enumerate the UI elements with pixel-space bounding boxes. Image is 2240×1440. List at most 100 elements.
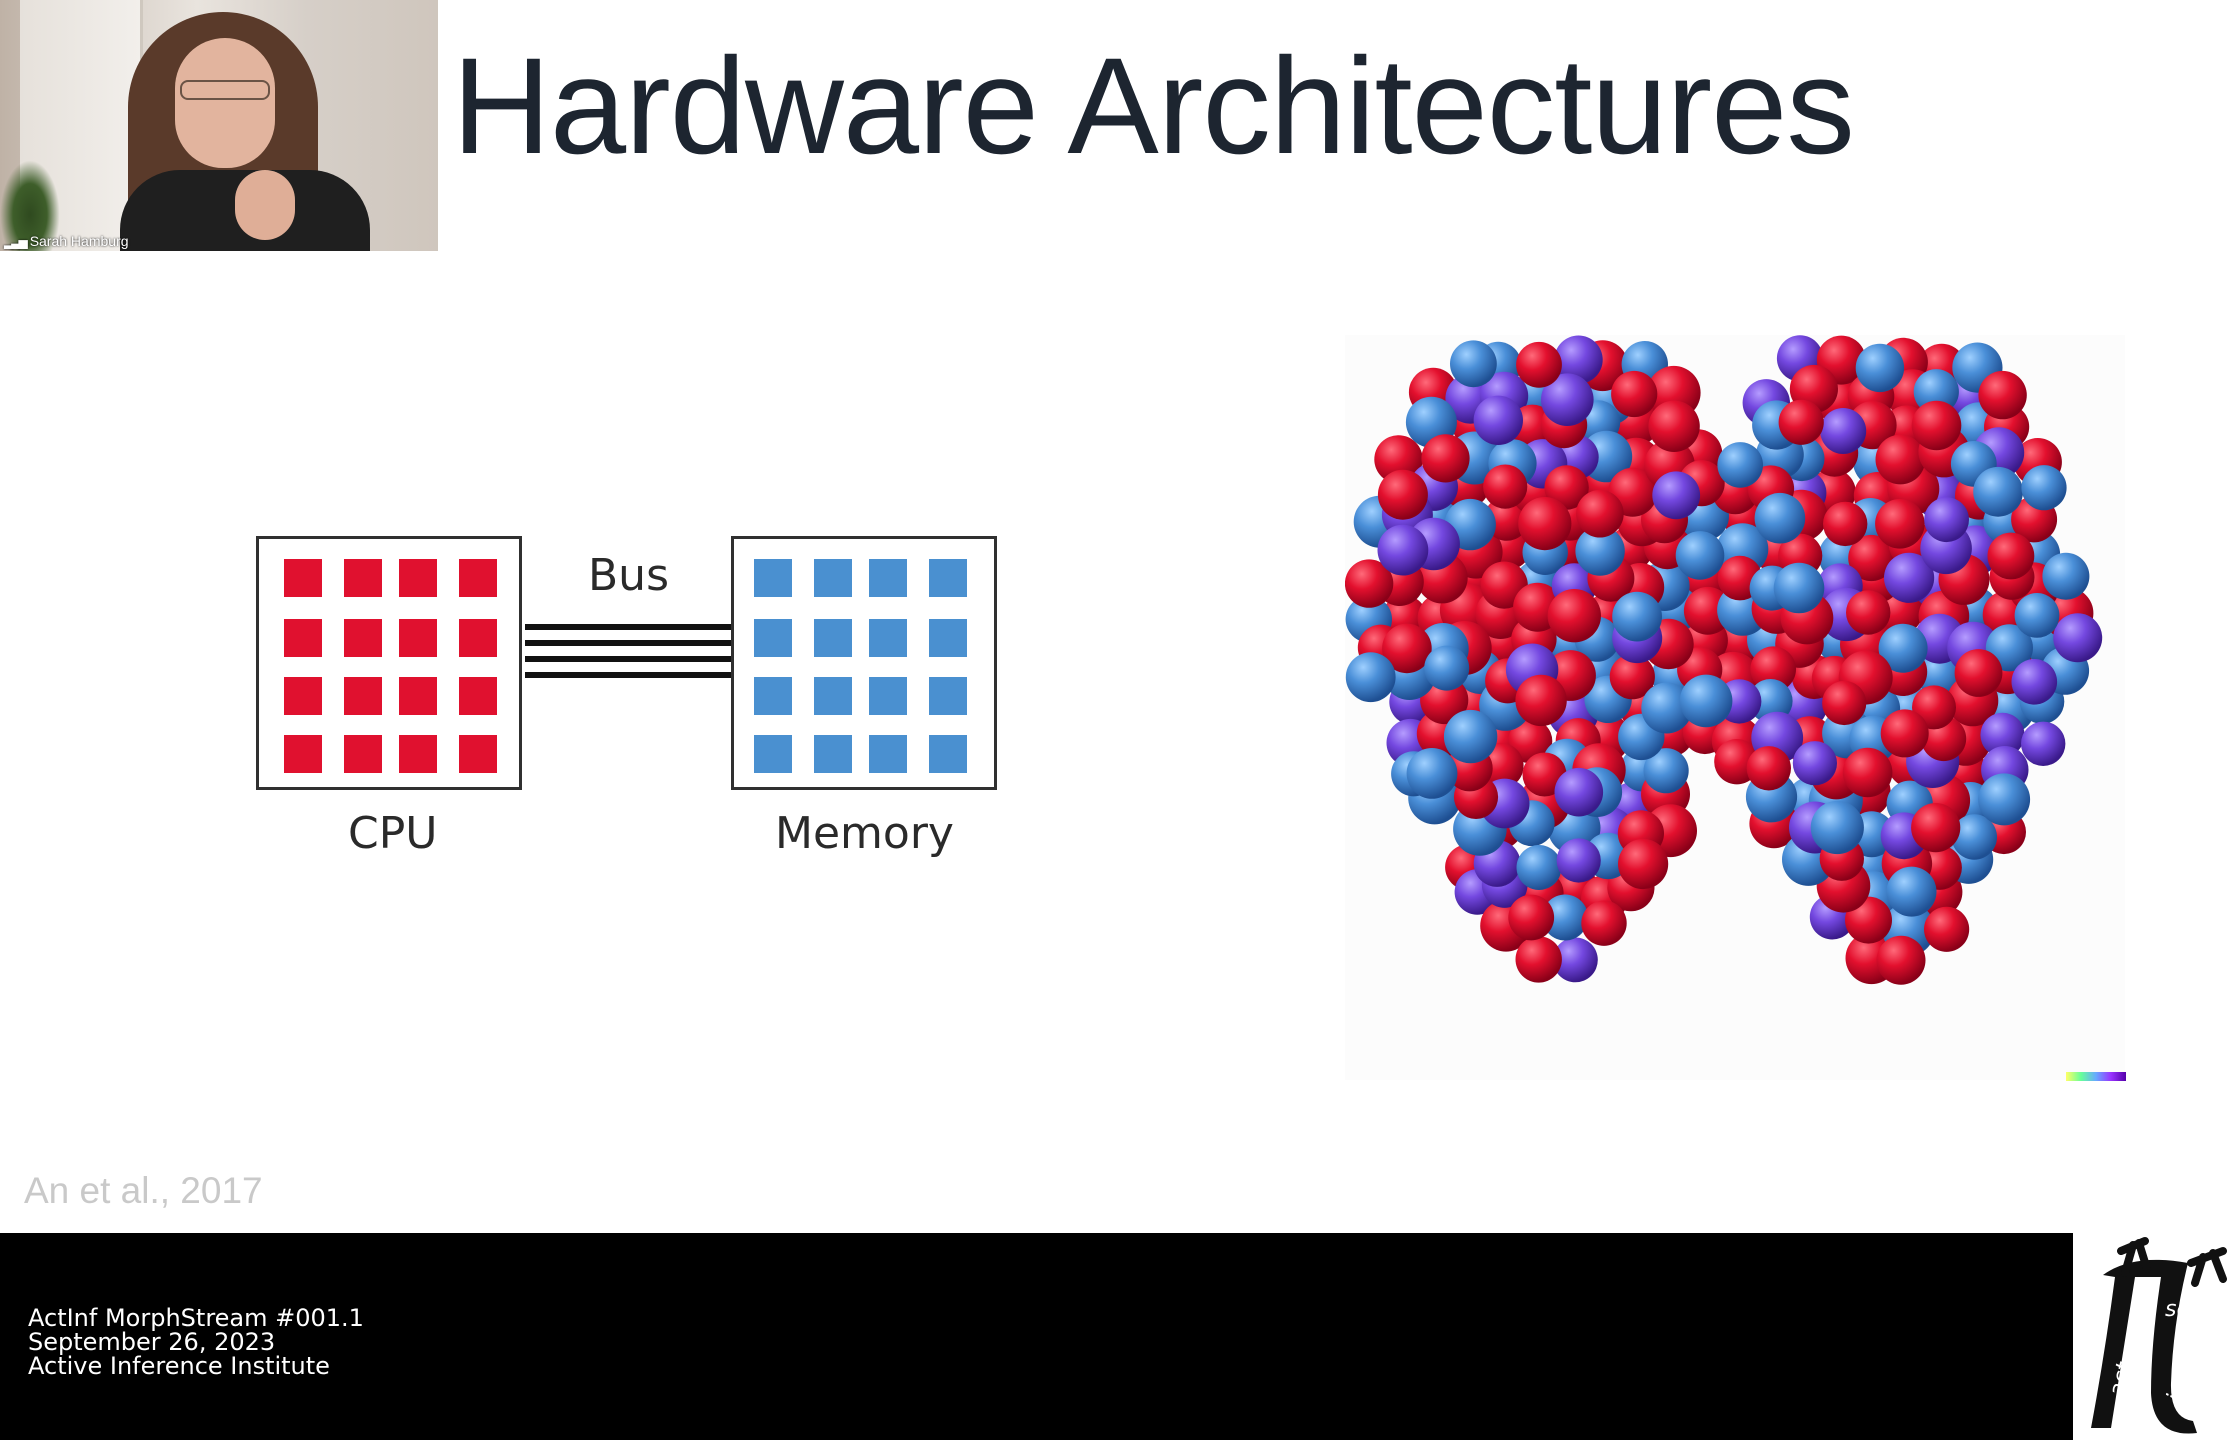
neuron-sphere [1880, 709, 1929, 758]
presentation-slide: Hardware Architectures Bus CPU Memory [0, 0, 2126, 1211]
video-speaker-face [175, 38, 275, 168]
cpu-core-cell [344, 735, 382, 773]
neuron-sphere [1675, 531, 1725, 580]
memory-cell [929, 619, 967, 657]
footer-bar [0, 1233, 2073, 1440]
neuron-sphere [2053, 613, 2103, 663]
neuron-sphere [1924, 906, 1970, 952]
neuron-sphere [2021, 721, 2066, 766]
pi-logo-icon: serve act infer [2091, 1237, 2227, 1434]
footer-date: September 26, 2023 [28, 1328, 276, 1356]
neuron-sphere [1542, 894, 1589, 941]
neuron-sphere [1424, 645, 1470, 691]
neuron-sphere [1345, 559, 1394, 608]
neuron-sphere [1473, 395, 1523, 445]
cpu-core-cell [459, 559, 497, 597]
neuron-sphere [1884, 552, 1935, 603]
neuron-sphere [1648, 400, 1700, 452]
participant-video[interactable]: ▂▃▅Sarah Hamburg [0, 0, 438, 251]
neuron-sphere [1822, 680, 1867, 726]
neuron-sphere [1554, 767, 1604, 817]
bus-line [525, 624, 732, 630]
neuron-sphere [1878, 623, 1928, 673]
neuron-sphere [1978, 370, 2027, 420]
neuron-sphere [1792, 741, 1837, 786]
neuron-sphere [1508, 719, 1553, 764]
bus-label: Bus [588, 550, 669, 601]
neuron-sphere [1554, 335, 1603, 384]
memory-label: Memory [775, 808, 954, 859]
neuron-sphere [1978, 773, 2031, 826]
neuron-sphere [1913, 369, 1959, 415]
memory-cell [814, 559, 852, 597]
neuron-sphere [2011, 659, 2058, 705]
footer-stream-title: ActInf MorphStream #001.1 [28, 1304, 364, 1332]
neuron-sphere [1611, 370, 1658, 418]
neuron-sphere [1515, 674, 1567, 727]
participant-name: Sarah Hamburg [29, 233, 129, 249]
neuron-sphere [1652, 471, 1701, 520]
memory-cell [814, 677, 852, 715]
neuron-sphere [2014, 593, 2060, 638]
video-speaker-glasses [180, 80, 270, 100]
neuron-sphere [1846, 590, 1891, 635]
cpu-core-cell [344, 559, 382, 597]
neuron-sphere [1483, 464, 1528, 509]
memory-cell [869, 619, 907, 657]
neuron-sphere [1556, 838, 1601, 883]
bus-line [525, 656, 732, 662]
cpu-core-cell [284, 735, 322, 773]
video-speaker-hand [235, 170, 295, 240]
memory-cell [929, 559, 967, 597]
neuron-sphere [1581, 900, 1627, 946]
neuron-sphere [2021, 465, 2067, 511]
neuron-sphere [1886, 866, 1937, 917]
neuron-sphere [1612, 591, 1662, 642]
neuron-sphere [1820, 408, 1867, 454]
neuron-sphere [1421, 434, 1470, 483]
memory-cell [814, 735, 852, 773]
slide-title: Hardware Architectures [452, 30, 1855, 183]
neuron-sphere [1643, 748, 1689, 794]
neuron-sphere [1541, 373, 1594, 426]
memory-box [731, 536, 997, 790]
neuron-sphere [1778, 399, 1824, 445]
neuron-sphere [1875, 434, 1926, 485]
neuron-sphere [1875, 499, 1925, 549]
cpu-core-cell [399, 619, 437, 657]
memory-cell [754, 735, 792, 773]
cpu-core-cell [284, 677, 322, 715]
neuron-sphere [1973, 466, 2023, 517]
signal-bars-icon: ▂▃▅ [4, 235, 28, 249]
memory-cell [929, 735, 967, 773]
cpu-core-cell [344, 677, 382, 715]
neuron-sphere [1987, 532, 2035, 580]
brain-spheres-graphic [1345, 335, 2103, 985]
neuron-sphere [1515, 936, 1562, 983]
von-neumann-diagram: Bus CPU Memory [250, 530, 1010, 870]
neuron-sphere [1450, 340, 1497, 388]
memory-cell [869, 677, 907, 715]
neuron-sphere [1754, 492, 1806, 544]
neuron-sphere [1618, 838, 1669, 890]
memory-cell [869, 735, 907, 773]
neuron-sphere [1547, 589, 1601, 643]
neuron-sphere [1750, 646, 1796, 692]
neuron-sphere [1553, 937, 1598, 983]
memory-cell [754, 619, 792, 657]
cpu-core-cell [284, 619, 322, 657]
neuron-sphere [1924, 497, 1969, 543]
neuron-sphere [1516, 845, 1562, 890]
neuron-sphere [1773, 562, 1825, 614]
memory-cell [869, 559, 907, 597]
logo-word-serve: serve [2165, 1297, 2226, 1322]
neuron-sphere [1516, 341, 1562, 388]
neuron-sphere [1748, 679, 1793, 723]
video-plant [0, 160, 60, 251]
cpu-core-cell [344, 619, 382, 657]
cpu-core-cell [399, 559, 437, 597]
memory-cell [754, 677, 792, 715]
neuron-sphere [1377, 469, 1428, 520]
neuron-sphere [1911, 400, 1962, 451]
cpu-core-cell [459, 677, 497, 715]
